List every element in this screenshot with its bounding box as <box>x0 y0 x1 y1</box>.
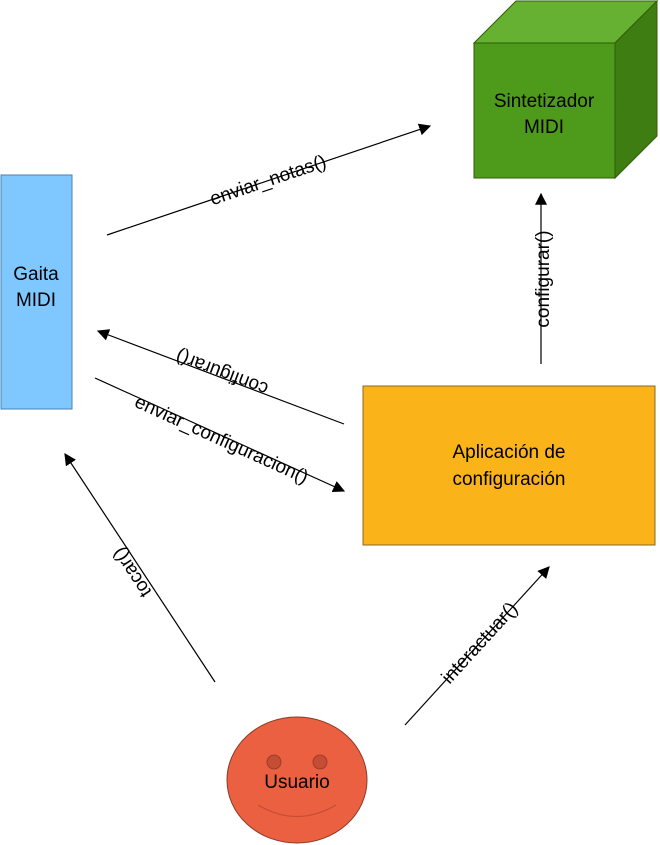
sintetizador-cube-front <box>473 42 616 179</box>
configurar-gaita-arrow <box>96 329 345 425</box>
edge-tocar: tocar() <box>64 452 216 683</box>
gaita-label-line1: Gaita <box>13 264 59 285</box>
aplicacion-label-line1: Aplicación de <box>452 442 565 463</box>
gaita-midi-box <box>0 174 73 410</box>
edge-enviar-configuracion: enviar_configuracion() <box>94 377 346 493</box>
node-usuario: Usuario <box>226 716 368 844</box>
aplicacion-box <box>362 385 656 546</box>
enviar-configuracion-arrow <box>94 377 346 493</box>
usuario-right-eye <box>312 754 328 770</box>
usuario-face <box>226 716 368 844</box>
tocar-arrow <box>64 452 216 683</box>
tocar-label: tocar() <box>109 543 157 600</box>
sintetizador-label-line1: Sintetizador <box>494 91 595 112</box>
node-sintetizador-midi: Sintetizador MIDI <box>472 0 659 180</box>
usuario-label: Usuario <box>264 772 329 793</box>
usuario-left-eye <box>266 754 282 770</box>
configurar-gaita-label: configurar() <box>173 345 271 399</box>
usuario-mouth <box>257 804 337 818</box>
enviar-notas-label: enviar_notas() <box>207 151 329 210</box>
enviar-configuracion-label: enviar_configuracion() <box>131 392 311 489</box>
aplicacion-label-line2: configuración <box>452 469 565 490</box>
node-gaita-midi: Gaita MIDI <box>0 174 73 410</box>
interactuar-arrow <box>404 566 550 726</box>
configurar-sintetizador-label: configurar() <box>533 230 554 327</box>
enviar-notas-arrow <box>106 123 432 236</box>
node-aplicacion-configuracion: Aplicación de configuración <box>362 385 656 546</box>
edge-configurar-sintetizador: configurar() <box>533 192 554 364</box>
interactuar-label: interactuar() <box>438 598 522 688</box>
edge-interactuar: interactuar() <box>404 566 550 726</box>
edge-enviar-notas: enviar_notas() <box>106 123 432 236</box>
sintetizador-label-line2: MIDI <box>524 117 564 138</box>
gaita-label-line2: MIDI <box>16 290 56 311</box>
